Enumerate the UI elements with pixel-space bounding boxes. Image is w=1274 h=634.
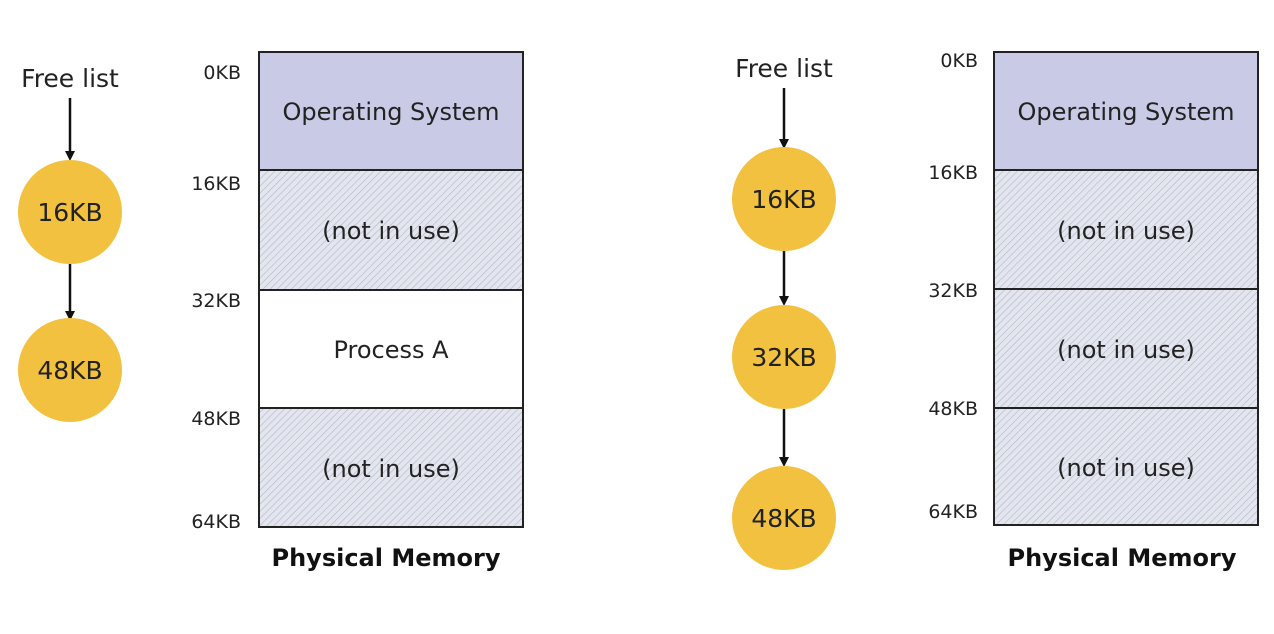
segment-label: (not in use): [1057, 336, 1195, 364]
free-node-label: 16KB: [751, 185, 816, 214]
free-node-label: 16KB: [37, 198, 102, 227]
left-physical-memory: Operating System (not in use) Process A …: [191, 51, 524, 572]
address-label: 48KB: [191, 408, 241, 430]
free-node-label: 32KB: [751, 343, 816, 372]
segment-label: (not in use): [322, 217, 460, 245]
free-node: [732, 147, 836, 251]
address-label: 0KB: [203, 62, 241, 84]
free-node: [18, 160, 122, 264]
segment-label: Process A: [333, 336, 449, 364]
segment-label: (not in use): [1057, 217, 1195, 245]
segment-free: [993, 169, 1259, 290]
segment-free: [993, 407, 1259, 526]
right-physical-memory: Operating System (not in use) (not in us…: [928, 50, 1259, 572]
address-label: 48KB: [928, 398, 978, 420]
segment-label: Operating System: [1017, 98, 1234, 126]
segment-process-a: [258, 289, 524, 409]
address-label: 0KB: [940, 50, 978, 72]
address-label: 16KB: [191, 173, 241, 195]
address-label: 64KB: [928, 501, 978, 523]
address-label: 32KB: [928, 280, 978, 302]
segment-os: [993, 51, 1259, 171]
free-node: [732, 305, 836, 409]
free-node: [732, 466, 836, 570]
address-label: 32KB: [191, 290, 241, 312]
address-label: 64KB: [191, 511, 241, 533]
free-node: [18, 318, 122, 422]
segment-label: (not in use): [322, 455, 460, 483]
segment-free: [993, 288, 1259, 409]
free-node-label: 48KB: [751, 504, 816, 533]
memory-caption: Physical Memory: [1008, 544, 1237, 572]
address-label: 16KB: [928, 162, 978, 184]
segment-os: [258, 51, 524, 171]
free-list-title: Free list: [735, 54, 833, 83]
segment-label: (not in use): [1057, 454, 1195, 482]
free-node-label: 48KB: [37, 356, 102, 385]
free-list-title: Free list: [21, 64, 119, 93]
right-free-list: Free list 16KB 32KB 48KB: [732, 54, 836, 570]
segment-label: Operating System: [282, 98, 499, 126]
left-free-list: Free list 16KB 48KB: [18, 64, 122, 422]
memory-caption: Physical Memory: [272, 544, 501, 572]
segment-free: [258, 407, 524, 528]
